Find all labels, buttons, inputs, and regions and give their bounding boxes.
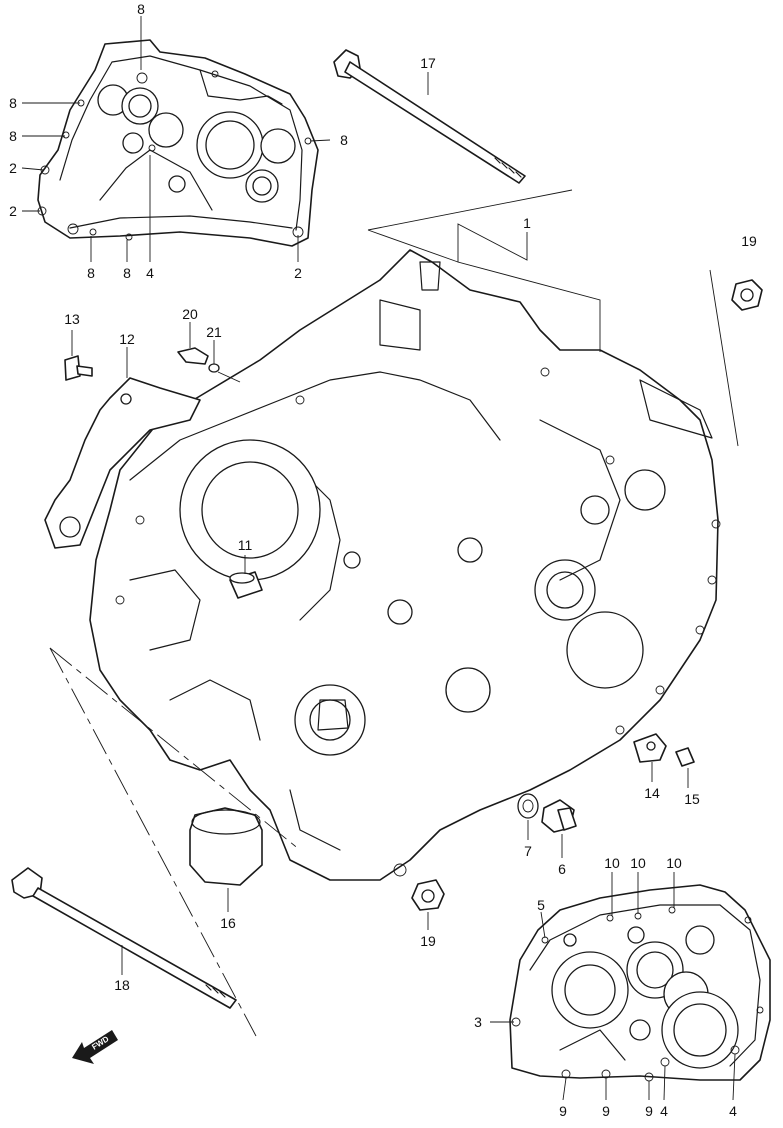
callout-15: 15 xyxy=(684,791,700,807)
callout-1: 1 xyxy=(523,215,531,231)
callout-16: 16 xyxy=(220,915,236,931)
callout-18: 18 xyxy=(114,977,130,993)
callout-2-left-lower: 2 xyxy=(9,203,17,219)
callout-labels: 8 8 8 8 2 2 8 8 4 2 17 1 19 13 20 21 12 … xyxy=(9,1,757,1119)
gasket-bracket-12 xyxy=(44,347,201,549)
callout-7: 7 xyxy=(524,843,532,859)
dowel-pin-11 xyxy=(229,555,263,599)
forward-arrow-icon: FWD xyxy=(72,1030,118,1064)
callout-8-bottom-b: 8 xyxy=(123,265,131,281)
retaining-plate-14 xyxy=(633,733,667,782)
callout-3: 3 xyxy=(474,1014,482,1030)
oil-filter-cap-16 xyxy=(189,807,263,912)
long-crankcase-bolt-17 xyxy=(333,49,573,231)
callout-9-b: 9 xyxy=(602,1103,610,1119)
sealing-washer-7 xyxy=(517,793,539,840)
callout-2-bottom: 2 xyxy=(294,265,302,281)
callout-4-bottom-a: 4 xyxy=(660,1103,668,1119)
callout-11: 11 xyxy=(238,537,253,553)
long-crankcase-bolt-18 xyxy=(11,647,301,1037)
callout-2-left-upper: 2 xyxy=(9,160,17,176)
callout-9-a: 9 xyxy=(559,1103,567,1119)
callout-8-top: 8 xyxy=(137,1,145,17)
callout-14: 14 xyxy=(644,785,660,801)
oil-jet-20 xyxy=(177,322,209,365)
callout-19-top: 19 xyxy=(741,233,757,249)
callout-4-top-half: 4 xyxy=(146,265,154,281)
callout-10-c: 10 xyxy=(666,855,682,871)
callout-10-a: 10 xyxy=(604,855,620,871)
callout-19-bottom: 19 xyxy=(420,933,436,949)
screw-15 xyxy=(675,747,695,788)
callout-6: 6 xyxy=(558,861,566,877)
callout-13: 13 xyxy=(64,311,80,327)
callout-leaders-right-half xyxy=(490,872,736,1101)
callout-17: 17 xyxy=(420,55,436,71)
callout-9-c: 9 xyxy=(645,1103,653,1119)
bolt-13 xyxy=(64,330,93,381)
flange-nut-19-bottom xyxy=(411,879,445,930)
callout-8-left-mid: 8 xyxy=(9,128,17,144)
crankcase-right-half-view xyxy=(490,872,771,1101)
crankcase-left-half-view xyxy=(21,16,331,262)
drain-plug-6 xyxy=(541,799,577,858)
flange-nut-19-top xyxy=(731,279,763,311)
callout-8-bottom-a: 8 xyxy=(87,265,95,281)
crankcase-main-body-1 xyxy=(89,223,739,881)
callout-8-right: 8 xyxy=(340,132,348,148)
callout-10-b: 10 xyxy=(630,855,646,871)
callout-4-bottom-b: 4 xyxy=(729,1103,737,1119)
callout-21: 21 xyxy=(206,324,222,340)
callout-12: 12 xyxy=(119,331,135,347)
callout-5: 5 xyxy=(537,897,545,913)
callout-20: 20 xyxy=(182,306,198,322)
callout-8-left-upper: 8 xyxy=(9,95,17,111)
o-ring-21 xyxy=(208,340,241,383)
callout-leaders-left-half xyxy=(21,16,331,262)
